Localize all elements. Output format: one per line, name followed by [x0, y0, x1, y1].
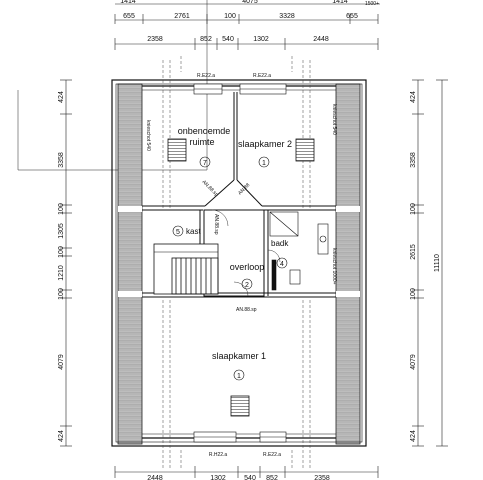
room-name: overloop [230, 262, 265, 272]
left-dim-col: 424 3358 100 1305 100 1210 100 4079 424 [58, 91, 65, 442]
dim-text: 1305 [58, 223, 65, 239]
dim-text: 2358 [147, 36, 163, 43]
room-number-circle [172, 225, 184, 237]
dim-text: 852 [266, 475, 278, 480]
dim-text: 655 [123, 13, 135, 20]
window-label: R.E22.a [263, 452, 281, 458]
dim-total-text: 11110 [434, 254, 441, 272]
bathroom-fixtures [269, 211, 329, 291]
vent-shaft-right [295, 138, 315, 162]
dim-text: 1500+ [365, 1, 379, 7]
an-label: AN.88.sp [236, 307, 257, 313]
room-slaapkamer-2: slaapkamer 2 1 [238, 139, 292, 168]
dim-text: 1414 [120, 0, 136, 5]
room-name: kast [186, 227, 201, 236]
room-number-circle [199, 156, 211, 168]
windows [193, 83, 287, 443]
dim-text: 100 [58, 203, 65, 215]
dim-text: 100 [410, 203, 417, 215]
dim-text: 4079 [410, 354, 417, 370]
room-number-circle [241, 278, 253, 290]
dim-text: 1302 [253, 36, 269, 43]
dim-text: 3358 [58, 152, 65, 168]
room-kast: 5 kast [172, 225, 201, 237]
roof-slopes [117, 83, 361, 445]
left-roof-slope [117, 83, 143, 445]
right-roof-slope [335, 83, 361, 445]
dim-text: 2358 [314, 475, 330, 480]
right-dim-col: 424 3358 100 2615 100 4079 424 11110 [410, 91, 441, 442]
dim-text: 100 [224, 13, 236, 20]
dim-text: 852 [200, 36, 212, 43]
room-onbenoemde-ruimte: onbenoemde ruimte 7 [178, 126, 231, 168]
dim-text: 100 [58, 246, 65, 258]
an-label: AN.88 [237, 182, 251, 196]
room-number: 7 [203, 160, 207, 167]
knieschot-labels: knieschot 540 knieschot 540 knieschot 10… [145, 104, 337, 285]
room-name: slaapkamer 1 [212, 351, 266, 361]
room-name: badk [271, 239, 289, 248]
top-dim-row0: 1414 4075 1414 1500+ [120, 0, 379, 7]
knieschot-label: knieschot 540 [331, 104, 337, 135]
knieschot-label: knieschot 540 [145, 120, 151, 151]
dim-text: 1414 [332, 0, 348, 5]
dim-text: 424 [410, 91, 417, 103]
top-dim-row1: 655 2761 100 3328 655 [123, 13, 358, 20]
toilet [289, 269, 301, 285]
an-label: AN.88.sp [213, 214, 219, 235]
dim-text: 4079 [58, 354, 65, 370]
room-number: 2 [245, 282, 249, 289]
vent-shaft-left [167, 138, 187, 162]
dim-text: 4075 [242, 0, 258, 5]
vent-shaft-bottom [230, 395, 250, 417]
knieschot-label: knieschot 1000+ [331, 248, 337, 285]
dim-text: 1210 [58, 265, 65, 281]
outer-walls [111, 79, 367, 447]
window-label: R.E22.a [197, 73, 215, 79]
bottom-dim-row: 2448 1302 540 852 2358 [147, 475, 330, 480]
room-badk: badk 4 [271, 239, 289, 269]
bottom-dimension-line [114, 466, 379, 478]
room-name: slaapkamer 2 [238, 139, 292, 149]
room-number: 1 [262, 160, 266, 167]
room-name: onbenoemde [178, 126, 231, 136]
right-dimension-lines [412, 79, 448, 447]
room-number-circle [258, 156, 270, 168]
room-name: ruimte [189, 137, 214, 147]
dim-text: 424 [58, 91, 65, 103]
room-number-circle [276, 257, 288, 269]
dim-text: 3358 [410, 152, 417, 168]
staircase [153, 243, 219, 295]
dim-text: 2761 [174, 13, 190, 20]
dim-text: 100 [58, 288, 65, 300]
dim-text: 2615 [410, 244, 417, 260]
an-label: AN.88.sp [201, 179, 220, 198]
window-label: R.H22.a [209, 452, 228, 458]
room-number: 5 [176, 229, 180, 236]
room-number: 1 [237, 373, 241, 380]
dim-text: 2448 [313, 36, 329, 43]
dim-text: 1302 [210, 475, 226, 480]
dim-text: 3328 [279, 13, 295, 20]
window-label: R.E22.a [253, 73, 271, 79]
window-labels: R.E22.a R.E22.a R.H22.a R.E22.a [197, 73, 281, 458]
room-number: 4 [280, 261, 284, 268]
dim-text: 540 [244, 475, 256, 480]
dim-text: 424 [58, 430, 65, 442]
cabinet-unit [271, 259, 277, 291]
dim-text: 424 [410, 430, 417, 442]
room-slaapkamer-1: slaapkamer 1 1 [212, 351, 266, 381]
dashed-lines [162, 56, 311, 470]
top-dim-row2: 2358 852 540 1302 2448 [147, 36, 329, 43]
room-overloop: overloop 2 [230, 262, 265, 290]
left-dimension-line [60, 79, 72, 447]
dim-text: 100 [410, 288, 417, 300]
dim-text: 655 [346, 13, 358, 20]
dim-text: 2448 [147, 475, 163, 480]
dim-text: 540 [222, 36, 234, 43]
vent-shafts [167, 138, 315, 417]
door-swings [211, 209, 281, 297]
room-number-circle [233, 369, 245, 381]
